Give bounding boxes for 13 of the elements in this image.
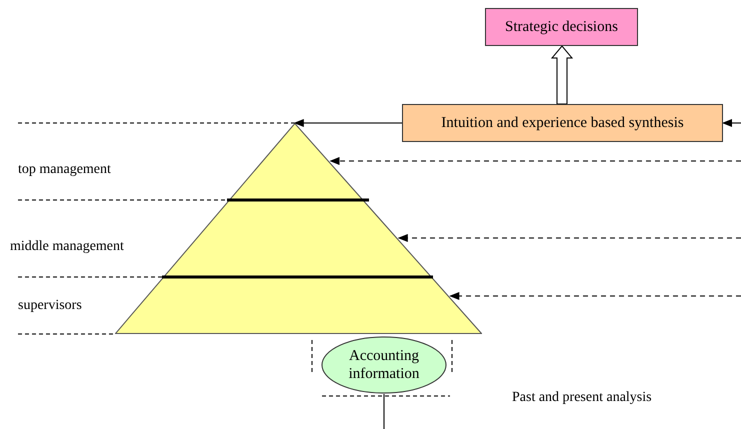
- arrow: [449, 292, 741, 300]
- hollow-arrow: [550, 45, 574, 104]
- arrow: [330, 157, 741, 165]
- arrow: [294, 119, 402, 127]
- level-label: middle management: [10, 239, 124, 255]
- information-ellipse: Accounting information: [321, 336, 447, 394]
- level-label: top management: [18, 162, 111, 178]
- synthesis-box: Intuition and experience based synthesis: [402, 104, 723, 142]
- arrow: [722, 119, 741, 127]
- arrow: [398, 234, 741, 242]
- caption-text: Past and present analysis: [512, 390, 652, 406]
- level-label: supervisors: [18, 298, 82, 314]
- decision-box: Strategic decisions: [485, 8, 638, 46]
